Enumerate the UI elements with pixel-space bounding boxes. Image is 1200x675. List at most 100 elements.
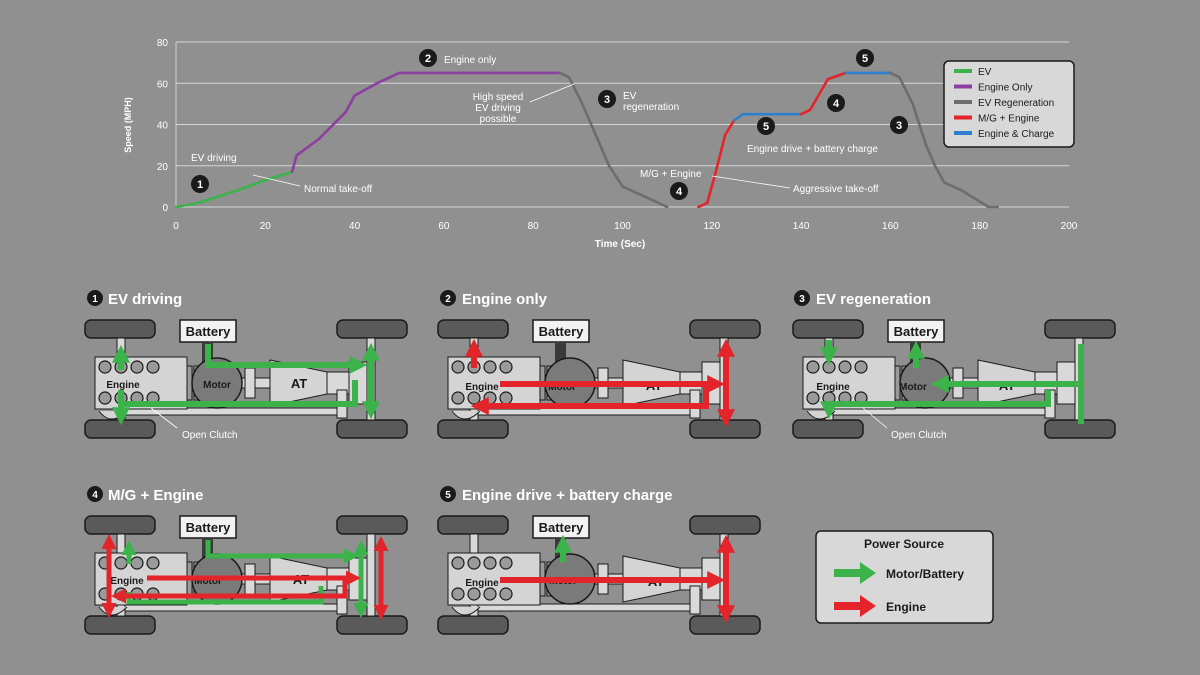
y-tick-label: 0	[162, 203, 168, 214]
battery-label: Battery	[894, 324, 940, 339]
svg-text:3: 3	[604, 94, 610, 106]
power-flow-regeneration	[820, 340, 1084, 424]
motor-label: Motor	[203, 380, 231, 391]
y-tick-label: 60	[157, 79, 169, 90]
step-marker-4a: 4	[670, 182, 688, 200]
panel-number-badge	[440, 290, 456, 306]
engine-label: Engine	[110, 576, 144, 587]
panel-number-badge	[87, 486, 103, 502]
panel-ev-regeneration: 3 EV regeneration Battery Engine Motor A…	[792, 290, 1116, 441]
x-tick-label: 60	[438, 221, 450, 232]
svg-text:5: 5	[862, 53, 868, 65]
step-marker-3a: 3	[598, 90, 616, 108]
drivetrain-diagram	[437, 515, 761, 635]
x-tick-label: 80	[528, 221, 540, 232]
svg-text:4: 4	[833, 98, 840, 110]
panel-ev-driving: 1 EV driving Battery Engine Motor AT Ope…	[84, 290, 408, 441]
step-marker-2: 2	[419, 49, 437, 67]
annotation-high-speed-2: EV driving	[475, 103, 521, 114]
series-line-ev-regeneration	[889, 71, 999, 209]
x-tick-label: 100	[614, 221, 631, 232]
annotation-engine-drive-charge: Engine drive + battery charge	[747, 144, 878, 155]
svg-text:5: 5	[763, 121, 769, 133]
motor-label: Motor	[548, 382, 576, 393]
red-arrow-icon	[834, 595, 876, 617]
annotation-ev-driving: EV driving	[191, 153, 237, 164]
x-tick-label: 120	[703, 221, 720, 232]
panel-number: 3	[799, 294, 805, 305]
legend-label: Engine Only	[978, 83, 1032, 94]
svg-text:4: 4	[676, 186, 683, 198]
green-arrow-icon	[834, 562, 876, 584]
power-source-legend: Power Source Motor/Battery Engine	[815, 530, 994, 624]
power-source-engine: Engine	[834, 595, 926, 617]
annotation-ev-regen-2: regeneration	[623, 102, 679, 113]
svg-text:2: 2	[425, 53, 431, 65]
panel-number-badge	[87, 290, 103, 306]
engine-label: Engine	[465, 578, 499, 589]
annotation-mg-engine: M/G + Engine	[640, 169, 702, 180]
step-marker-3b: 3	[890, 116, 908, 134]
panel-number-badge	[794, 290, 810, 306]
step-marker-1: 1	[191, 175, 209, 193]
step-marker-5b: 5	[856, 49, 874, 67]
y-tick-label: 80	[157, 38, 169, 49]
panel-number: 4	[92, 490, 98, 501]
svg-text:1: 1	[197, 179, 203, 191]
panel-title: EV regeneration	[816, 291, 931, 308]
svg-text:Motor/Battery: Motor/Battery	[886, 567, 964, 581]
power-source-title: Power Source	[864, 537, 944, 551]
legend-label: Engine & Charge	[978, 129, 1055, 140]
x-tick-label: 180	[971, 221, 988, 232]
motor-label: Motor	[194, 576, 222, 587]
x-axis-label: Time (Sec)	[595, 239, 645, 250]
x-tick-label: 140	[793, 221, 810, 232]
x-tick-label: 20	[260, 221, 272, 232]
series-line-engine-only	[290, 71, 562, 174]
annotation-engine-only: Engine only	[444, 55, 496, 66]
annotation-aggressive-takeoff: Aggressive take-off	[793, 184, 879, 195]
drivetrain-diagram	[84, 319, 408, 439]
motor-label: Motor	[899, 382, 927, 393]
step-marker-4b: 4	[827, 94, 845, 112]
annotation-leaders	[252, 83, 791, 189]
battery-label: Battery	[186, 324, 232, 339]
y-axis-label: Speed (MPH)	[123, 97, 133, 153]
panel-number: 1	[92, 294, 98, 305]
open-clutch-label: Open Clutch	[182, 430, 238, 441]
power-flow-engine	[101, 534, 389, 620]
panel-mg-engine: 4 M/G + Engine Battery Engine Motor AT	[84, 486, 408, 635]
svg-text:3: 3	[896, 120, 902, 132]
series-line-m-g-engine	[697, 119, 736, 209]
x-tick-label: 160	[882, 221, 899, 232]
battery-label: Battery	[539, 520, 585, 535]
battery-label: Battery	[539, 324, 585, 339]
svg-text:Engine: Engine	[886, 600, 926, 614]
power-source-motor-battery: Motor/Battery	[834, 562, 964, 584]
x-tick-label: 0	[173, 221, 179, 232]
engine-label: Engine	[816, 382, 850, 393]
panel-engine-drive-battery-charge: 5 Engine drive + battery charge Battery …	[437, 486, 761, 635]
panel-title: EV driving	[108, 291, 182, 308]
drivetrain-diagram	[437, 319, 761, 439]
engine-label: Engine	[106, 380, 140, 391]
series-line-m-g-engine	[799, 71, 848, 116]
legend-label: EV	[978, 67, 992, 78]
annotation-ev-regen-1: EV	[623, 91, 637, 102]
power-flow-engine	[500, 534, 735, 624]
open-clutch-label: Open Clutch	[891, 430, 947, 441]
panel-number: 2	[445, 294, 451, 305]
legend-label: M/G + Engine	[978, 114, 1040, 125]
drivetrain-diagram	[792, 319, 1116, 439]
panel-number: 5	[445, 490, 451, 501]
panel-title: M/G + Engine	[108, 487, 203, 504]
engine-label: Engine	[465, 382, 499, 393]
annotation-high-speed-3: possible	[480, 114, 517, 125]
x-tick-label: 40	[349, 221, 361, 232]
step-marker-5a: 5	[757, 117, 775, 135]
